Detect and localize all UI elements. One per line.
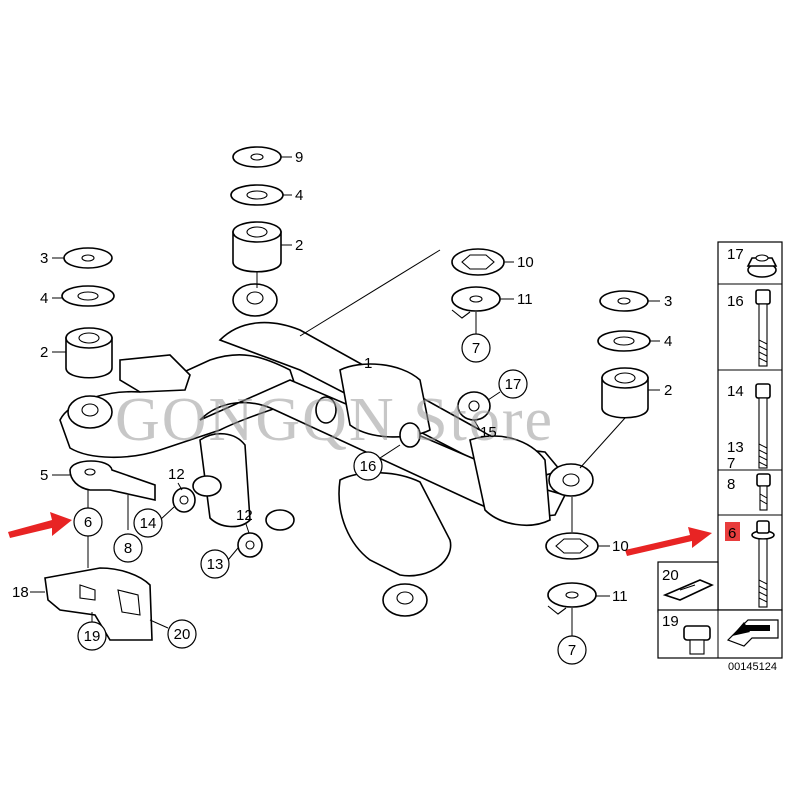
callout-18: 18: [12, 584, 29, 601]
svg-text:16: 16: [360, 458, 377, 475]
callout-circle-6: 6: [73, 507, 103, 537]
rear-axle-subframe: [59, 283, 594, 617]
callout-4: 4: [40, 290, 48, 307]
callout-circle-7: 7: [557, 608, 587, 665]
flange-nut-icon: [746, 254, 778, 278]
callout-1: 1: [364, 355, 372, 372]
callout-3: 3: [40, 250, 48, 267]
legend-label-6: 6: [728, 525, 736, 542]
svg-text:8: 8: [124, 540, 132, 557]
arrow-icon: [625, 527, 712, 556]
svg-text:6: 6: [84, 514, 92, 531]
svg-text:17: 17: [505, 376, 522, 393]
callout-12: 12: [236, 507, 253, 524]
svg-text:14: 14: [140, 515, 157, 532]
legend-label-8: 8: [727, 476, 735, 493]
upper-limiter-stack: [299, 248, 505, 337]
callout-4: 4: [295, 187, 303, 204]
callout-circle-14: 14: [133, 508, 163, 538]
short-bolt-icon: [756, 473, 771, 511]
callout-circle-13: 13: [200, 549, 230, 579]
circled-callouts: 7 7 17 16 14 13 6: [73, 312, 587, 665]
callout-11: 11: [612, 588, 628, 605]
store-watermark: GONGQN Store: [115, 386, 554, 454]
clip-icon: [662, 579, 714, 601]
callout-15: 15: [480, 424, 497, 441]
callout-circle-19: 19: [77, 621, 107, 651]
svg-text:13: 13: [207, 556, 224, 573]
forward-arrow-icon: [726, 619, 779, 647]
callout-11: 11: [517, 291, 533, 308]
svg-text:20: 20: [174, 626, 191, 643]
legend-label-13: 13: [727, 439, 744, 456]
legend-label-16: 16: [727, 293, 744, 310]
legend-label-17: 17: [727, 246, 744, 263]
right-mount-stack: [579, 290, 651, 469]
callout-labels: 9 4 2 3 4 2 5 3 4 2 10 11 10 11 1 12: [12, 149, 672, 605]
legend-label-14: 14: [727, 383, 744, 400]
callout-circle-20: 20: [167, 619, 197, 649]
legend-label-19: 19: [662, 613, 679, 630]
callout-circle-7: 7: [461, 312, 491, 363]
callout-circle-16: 16: [353, 444, 401, 481]
catalog-number: 00145124: [728, 661, 777, 673]
long-bolt-icon: [755, 383, 771, 469]
flange-bolt-icon: [751, 520, 775, 608]
callout-circle-17: 17: [487, 369, 528, 401]
callout-3: 3: [664, 293, 672, 310]
svg-text:19: 19: [84, 628, 101, 645]
callout-9: 9: [295, 149, 303, 166]
callout-4: 4: [664, 333, 672, 350]
heat-shield: [30, 536, 169, 641]
highlight-marker: [725, 522, 740, 541]
svg-text:7: 7: [472, 340, 480, 357]
bushings: [159, 391, 491, 561]
legend-label-7: 7: [727, 455, 735, 472]
svg-text:7: 7: [568, 642, 576, 659]
callout-2: 2: [295, 237, 303, 254]
callout-12: 12: [168, 466, 185, 483]
callout-2: 2: [40, 344, 48, 361]
callout-10: 10: [612, 538, 629, 555]
callout-circle-8: 8: [113, 533, 143, 563]
callout-10: 10: [517, 254, 534, 271]
legend-panel: [657, 241, 783, 659]
arrow-icon: [8, 512, 72, 538]
rubber-mount-part: [232, 231, 282, 273]
callout-5: 5: [40, 467, 48, 484]
left-mount-stack: [61, 247, 156, 530]
callout-2: 2: [664, 382, 672, 399]
top-mount-stack: [230, 146, 284, 288]
lower-limiter-stack: [545, 497, 599, 615]
long-bolt-icon: [755, 289, 771, 367]
plug-screw-icon: [683, 625, 711, 655]
legend-label-20: 20: [662, 567, 679, 584]
